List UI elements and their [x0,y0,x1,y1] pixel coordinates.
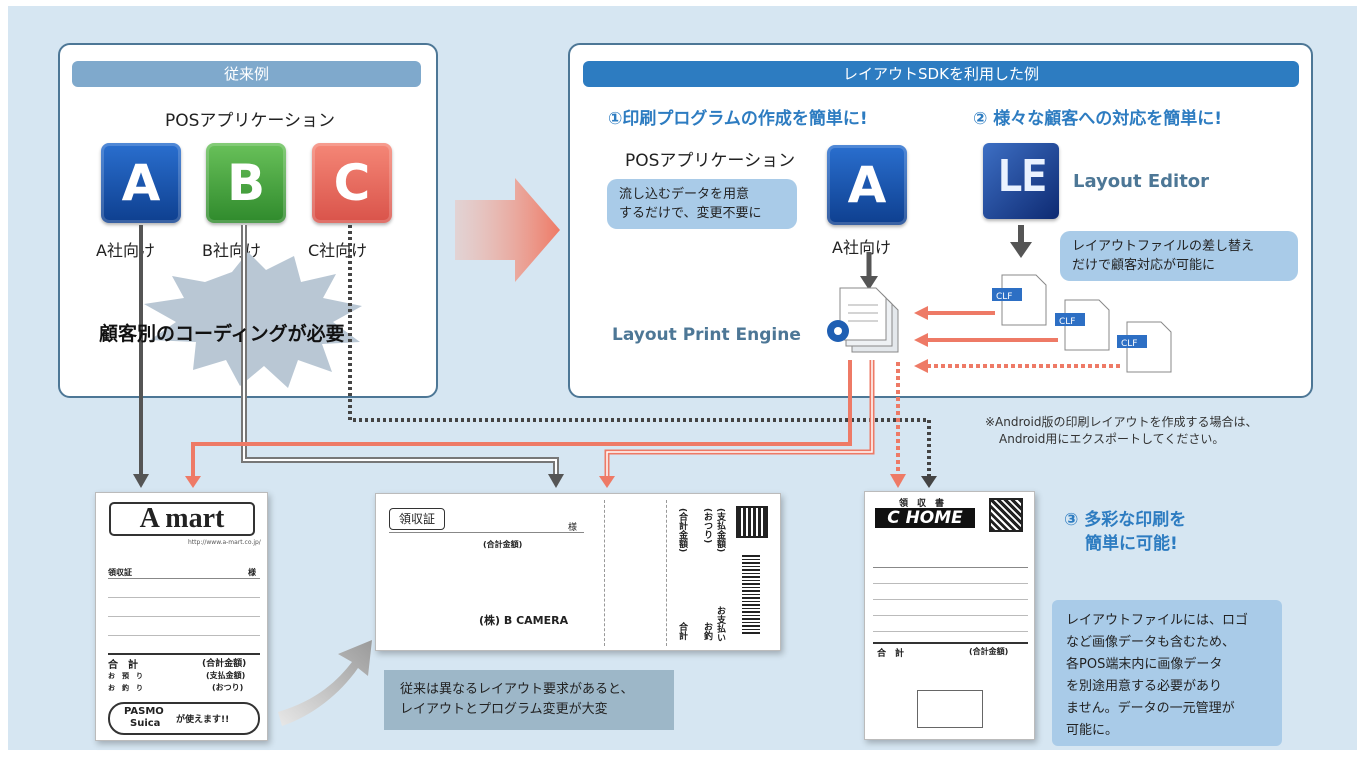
burst-text: 顧客別のコーディングが必要 [99,323,345,345]
pos-app-label-left: POSアプリケーション [164,111,336,131]
receipt-c-rule [873,615,1028,616]
receipt-b-company: (株) B CAMERA [479,614,569,627]
receipt-a-title: 領収証 [108,568,132,577]
caption-c: C社向け [308,241,368,260]
receipt-b-qr [736,506,768,538]
layout-file-bubble-line-2: だけで顧客対応が可能に [1072,258,1216,273]
data-bubble-line-1: 流し込むデータを用意 [619,187,750,202]
receipt-c-rule [873,642,1028,644]
receipt-c-total-value: (合計金額) [969,647,1009,656]
block-c: C [312,143,392,223]
info-box: レイアウトファイルには、ロゴ など画像データも含むため、 各POS端末内に画像デ… [1052,600,1282,746]
receipt-b-camera: 領収証 様 (合計金額) (株) B CAMERA (合計金額) (支払金額) … [375,493,781,651]
receipt-b-vertical-change2: お釣 [702,622,712,640]
receipt-c-stamp-box [917,690,983,728]
receipt-c-rule [873,631,1028,632]
caption-line-1: 従来は異なるレイアウト要求があると、 [400,682,634,697]
point-2: ② 様々な顧客への対応を簡単に! [973,109,1223,129]
data-bubble-line-2: するだけで、変更不要に [619,206,762,221]
receipt-b-rule [389,532,584,533]
caption-line-2: レイアウトとプログラム変更が大変 [400,702,608,717]
receipt-b-vertical-sum: 合計 [677,622,687,640]
info-line-5: ません。データの一元管理が [1066,701,1235,716]
receipt-b-vertical-total: (合計金額) [677,508,687,553]
point-3-line-2: 簡単に可能! [1085,534,1178,554]
layout-editor-label: Layout Editor [1073,171,1210,192]
sdk-header: レイアウトSDKを利用した例 [583,61,1299,87]
receipt-b-vertical-paid: お支払い [715,606,725,642]
layout-file-bubble-line-1: レイアウトファイルの差し替え [1072,239,1255,254]
data-bubble: 流し込むデータを用意 するだけで、変更不要に [607,179,797,229]
layout-file-bubble: レイアウトファイルの差し替え だけで顧客対応が可能に [1060,231,1298,281]
receipt-c-rule [873,599,1028,600]
receipt-a-paid-label: お 預 り [108,672,143,680]
receipt-b-total: (合計金額) [483,540,523,549]
receipt-a-total-label: 合 計 [108,660,138,671]
info-line-6: 可能に。 [1066,723,1119,738]
receipt-a-change-value: (おつり) [212,683,244,692]
receipt-a-badge-text: が使えます!! [176,715,230,725]
receipt-b-vertical-pay: (支払金額) [715,508,725,553]
block-a: A [101,143,181,223]
info-line-2: など画像データも含むため、 [1066,635,1236,650]
info-line-3: 各POS端末内に画像データ [1066,657,1223,672]
receipt-a-total-value: (合計金額) [202,659,247,669]
receipt-a-change-label: お 釣 り [108,684,143,692]
receipt-b-vertical-change: (おつり) [702,508,712,544]
receipt-a-rule [108,635,260,636]
receipt-c-header: 領 収 書 [899,499,945,509]
receipt-c-home: 領 収 書 C HOME 合 計 (合計金額) [864,491,1035,740]
receipt-a-mart: A mart http://www.a-mart.co.jp/ 領収証 様 合 … [95,492,268,741]
layout-editor-icon: LE [983,143,1059,219]
receipt-b-sama: 様 [568,523,578,533]
android-note-1: ※Android版の印刷レイアウトを作成する場合は、 [985,415,1258,429]
receipt-c-rule [873,567,1028,568]
receipt-b-barcode [742,554,760,634]
block-a-right: A [827,145,907,225]
info-line-4: を別途用意する必要があり [1066,679,1223,694]
receipt-b-divider-2 [666,500,667,646]
receipt-a-paid-value: (支払金額) [206,671,246,680]
caption-a: A社向け [96,241,155,260]
receipt-a-badge-line-2: Suica [130,718,161,729]
receipt-c-qr [989,498,1023,532]
receipt-a-badge: PASMO Suica が使えます!! [108,702,260,735]
receipt-a-rule [108,597,260,598]
receipt-c-rule [873,583,1028,584]
info-line-1: レイアウトファイルには、ロゴ [1066,613,1249,628]
pos-app-label-right: POSアプリケーション [625,151,796,171]
receipt-c-logo: C HOME [875,508,975,528]
receipt-a-rule [108,578,260,579]
receipt-a-rule [108,653,260,655]
caption-a-right: A社向け [832,238,891,257]
conventional-header: 従来例 [72,61,421,87]
receipt-a-sama: 様 [248,568,256,577]
point-3-line-1: ③ 多彩な印刷を [1064,510,1187,530]
point-1: ①印刷プログラムの作成を簡単に! [608,109,868,129]
receipt-a-logo: A mart [109,502,255,536]
block-b: B [206,143,286,223]
print-engine-label: Layout Print Engine [612,325,801,345]
caption-box: 従来は異なるレイアウト要求があると、 レイアウトとプログラム変更が大変 [384,670,674,730]
android-note-2: Android用にエクスポートしてください。 [999,432,1225,446]
receipt-b-divider [604,500,605,646]
receipt-c-total-label: 合 計 [877,649,905,659]
receipt-a-rule [108,616,260,617]
layout-editor-icon-glyph: LE [996,151,1048,202]
caption-b: B社向け [202,241,261,260]
receipt-a-badge-line-1: PASMO [124,706,164,717]
receipt-a-url: http://www.a-mart.co.jp/ [188,539,261,546]
receipt-b-title: 領収証 [389,508,445,530]
